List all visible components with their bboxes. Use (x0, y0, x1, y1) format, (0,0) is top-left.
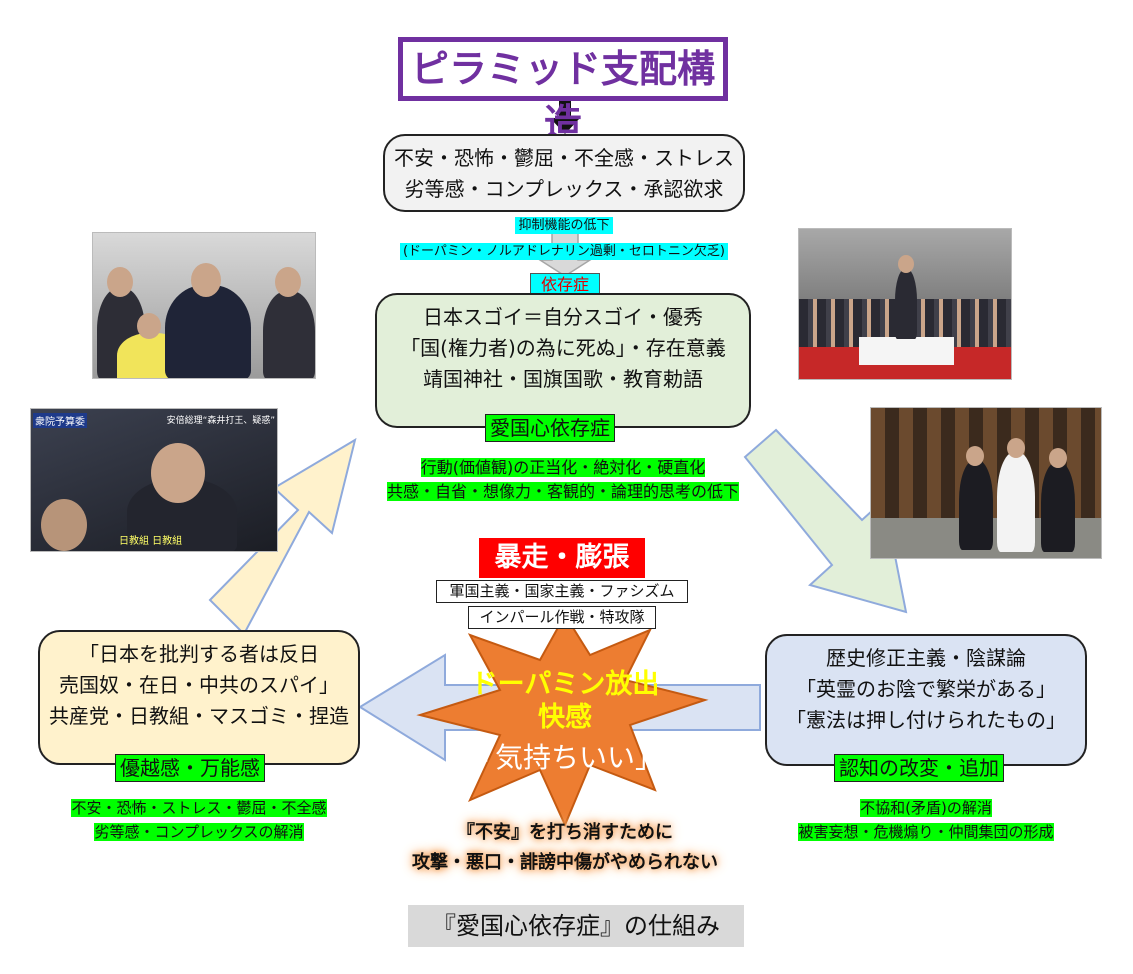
photo-diet-session: 衆院予算委 安倍総理“森井打王、疑惑” 日教組 日教組 (30, 408, 278, 552)
left-effect-2: 劣等感・コンプレックスの解消 (94, 823, 304, 841)
runaway-label: 暴走・膨張 (479, 538, 645, 578)
superiority-tag: 優越感・万能感 (115, 754, 265, 782)
attack-text: 『不安』を打ち消すために 攻撃・悪口・誹謗中傷がやめられない (380, 818, 750, 878)
revisionism-line-3: 「憲法は押し付けられたもの」 (786, 708, 1066, 732)
militarism-line: 軍国主義・国家主義・ファシズム (436, 580, 688, 603)
center-effect-2: 共感・自省・想像力・客観的・論理的思考の低下 (386, 482, 739, 501)
cognition-tag: 認知の改変・追加 (834, 754, 1004, 782)
left-effects: 不安・恐怖・ストレス・鬱屈・不全感 劣等感・コンプレックスの解消 (38, 796, 360, 844)
patriotism-box: 日本スゴイ＝自分スゴイ・優秀 「国(権力者)の為に死ぬ」・存在意義 靖国神社・国… (375, 293, 751, 428)
right-down-arrow (743, 428, 908, 614)
suppression-line-1: 抑制機能の低下 (515, 217, 613, 234)
imphal-line: インパール作戦・特攻隊 (468, 606, 656, 629)
pleasure: 快感 (538, 702, 592, 733)
dopamine-burst-shape (416, 613, 709, 828)
footer-title: 『愛国心依存症』の仕組み (408, 905, 744, 947)
suppression-line-2: (ドーパミン・ノルアドレナリン過剰・セロトニン欠乏) (399, 243, 728, 260)
left-up-arrow (208, 437, 357, 636)
photo-abe-speech (92, 232, 316, 379)
anxiety-line-2: 劣等感・コンプレックス・承認欲求 (404, 177, 724, 201)
photo-yasukuni (870, 407, 1102, 559)
photo-abe-stage (798, 228, 1012, 380)
center-effects: 行動(価値観)の正当化・絶対化・硬直化 共感・自省・想像力・客観的・論理的思考の… (363, 456, 763, 504)
anxiety-line-1: 不安・恐怖・鬱屈・不全感・ストレス (394, 146, 734, 170)
dopamine-release: ドーパミン放出 (470, 669, 660, 700)
revisionism-line-2: 「英霊のお陰で繁栄がある」 (796, 677, 1056, 701)
center-effect-1: 行動(価値観)の正当化・絶対化・硬直化 (420, 458, 706, 477)
patriotism-line-2: 「国(権力者)の為に死ぬ」・存在意義 (400, 336, 726, 360)
feels-good: 「気持ちいい」 (466, 741, 663, 774)
right-effect-1: 不協和(矛盾)の解消 (860, 799, 992, 817)
patriotism-dependency-tag: 愛国心依存症 (485, 414, 615, 442)
pyramid-title: ピラミッド支配構造 (398, 37, 728, 145)
dopamine-text: ドーパミン放出 快感 (430, 668, 700, 734)
right-effects: 不協和(矛盾)の解消 被害妄想・危機煽り・仲間集団の形成 (765, 796, 1087, 844)
anxiety-box: 不安・恐怖・鬱屈・不全感・ストレス 劣等感・コンプレックス・承認欲求 (383, 134, 745, 212)
patriotism-line-1: 日本スゴイ＝自分スゴイ・優秀 (423, 305, 703, 329)
attack-line-1: 『不安』を打ち消すために (457, 822, 673, 843)
superiority-line-1: 「日本を批判する者は反日 (79, 642, 319, 666)
title-down-arrow (550, 101, 580, 134)
revisionism-line-1: 歴史修正主義・陰謀論 (826, 646, 1026, 670)
superiority-line-2: 売国奴・在日・中共のスパイ」 (59, 673, 339, 697)
right-effect-2: 被害妄想・危機煽り・仲間集団の形成 (798, 823, 1054, 841)
patriotism-line-3: 靖国神社・国旗国歌・教育勅語 (423, 367, 703, 391)
superiority-line-3: 共産党・日教組・マスゴミ・捏造 (49, 704, 349, 728)
photo-caption-bottom: 日教組 日教組 (119, 536, 183, 547)
suppression-labels: 抑制機能の低下 (ドーパミン・ノルアドレナリン過剰・セロトニン欠乏) (383, 214, 745, 260)
photo-caption-committee: 衆院予算委 (33, 413, 87, 428)
attack-line-2: 攻撃・悪口・誹謗中傷がやめられない (412, 852, 718, 873)
superiority-box: 「日本を批判する者は反日 売国奴・在日・中共のスパイ」 共産党・日教組・マスゴミ… (38, 630, 360, 765)
photo-caption-headline: 安倍総理“森井打王、疑惑” (166, 416, 275, 426)
left-effect-1: 不安・恐怖・ストレス・鬱屈・不全感 (71, 799, 327, 817)
revisionism-box: 歴史修正主義・陰謀論 「英霊のお陰で繁栄がある」 「憲法は押し付けられたもの」 (765, 634, 1087, 766)
